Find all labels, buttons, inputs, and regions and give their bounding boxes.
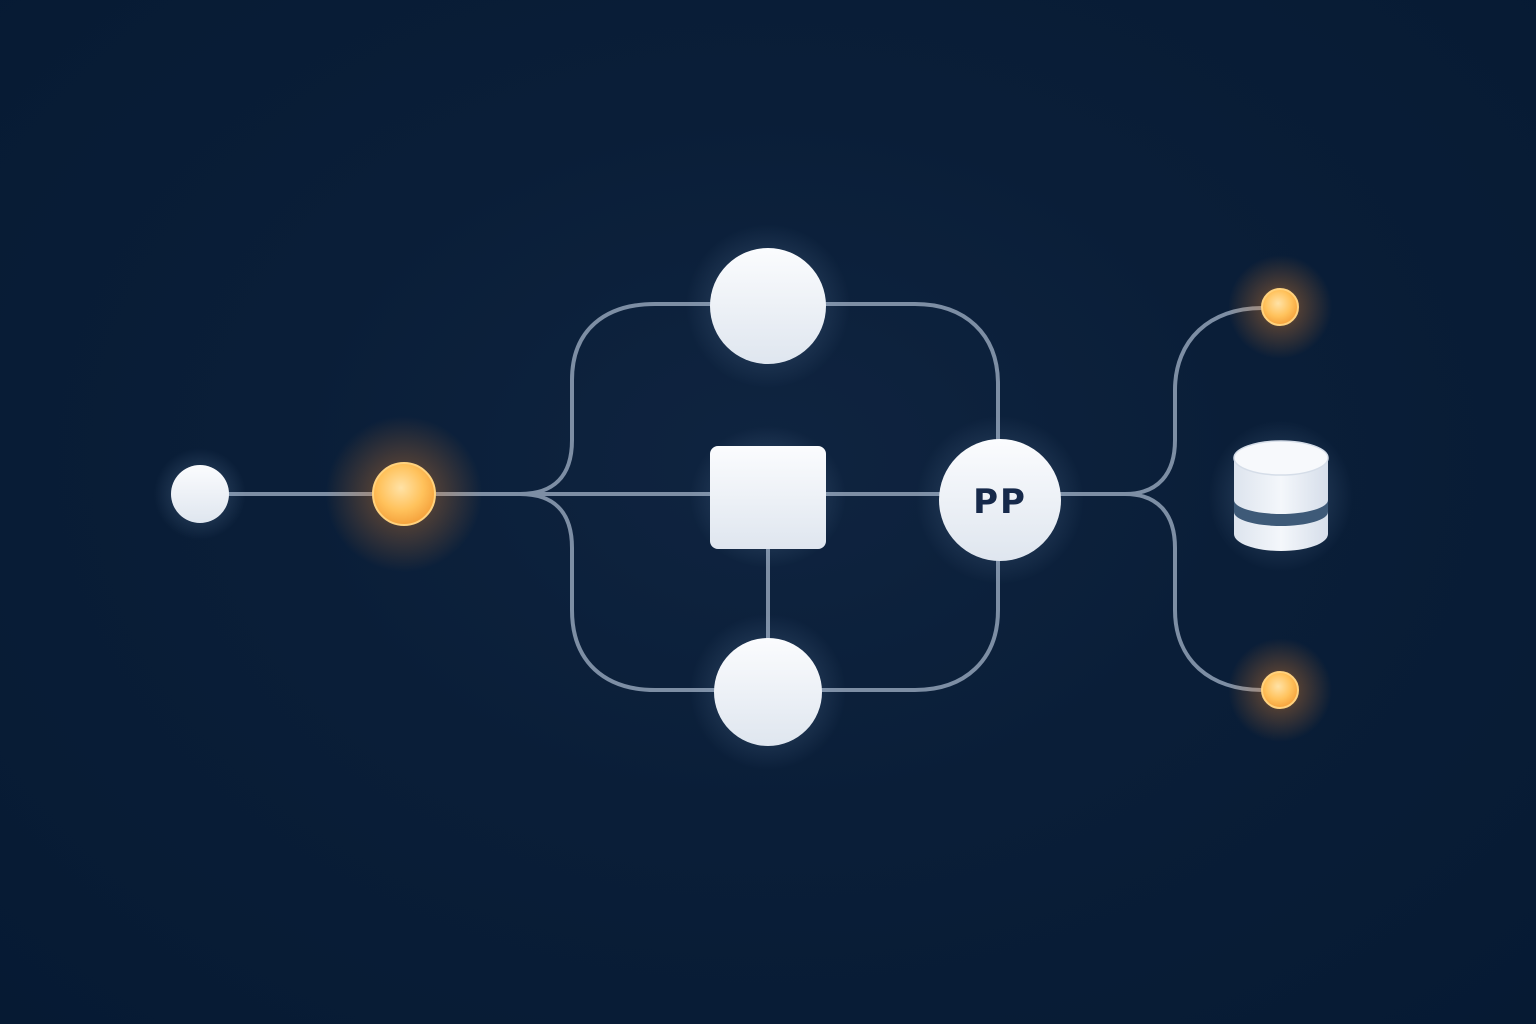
connector-split-upper bbox=[518, 302, 770, 496]
database-icon[interactable] bbox=[1209, 420, 1353, 572]
connector-upper-merge bbox=[766, 302, 1000, 496]
merge-node[interactable]: PP bbox=[916, 416, 1084, 584]
lower-process-node[interactable] bbox=[690, 614, 846, 770]
output-bottom-node[interactable] bbox=[1228, 638, 1332, 742]
connector-lower-merge bbox=[766, 492, 1000, 692]
emitter-node[interactable] bbox=[326, 416, 482, 572]
source-node[interactable] bbox=[154, 448, 246, 540]
core-process-node[interactable] bbox=[690, 426, 846, 568]
upper-process-node[interactable] bbox=[686, 224, 850, 388]
connector-split-lower bbox=[518, 492, 770, 692]
output-top-node[interactable] bbox=[1228, 255, 1332, 359]
merge-node-label: PP bbox=[973, 482, 1027, 522]
